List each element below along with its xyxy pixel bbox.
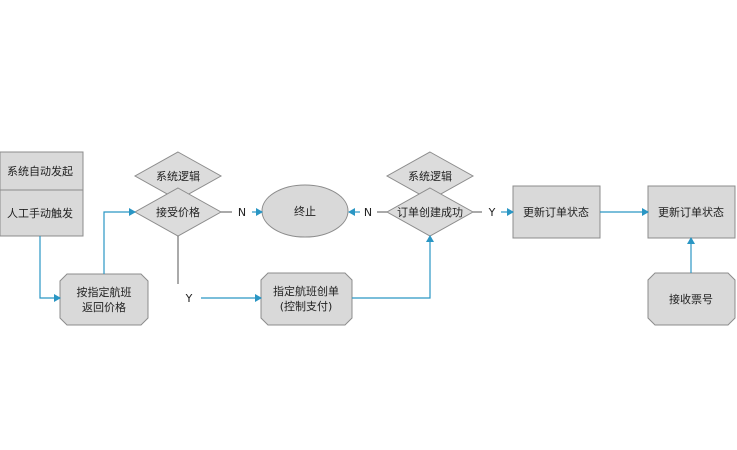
node-system-logic-1-label: 系统逻辑	[156, 169, 200, 183]
node-manual-trigger-label: 人工手动触发	[7, 206, 73, 220]
node-system-logic-2-label: 系统逻辑	[408, 169, 452, 183]
node-return-price-line2: 返回价格	[82, 300, 126, 314]
decision-accept-yes: Y	[185, 292, 193, 305]
node-accept-price: 接受价格	[133, 187, 223, 237]
node-order-created: 订单创建成功	[385, 187, 475, 237]
node-receive-ticket: 接收票号	[647, 272, 736, 326]
node-manual-trigger: 人工手动触发	[0, 189, 84, 237]
decision-order-no: N	[364, 206, 372, 219]
node-update-status-2: 更新订单状态	[647, 185, 736, 239]
node-create-order-line1: 指定航班创单	[273, 284, 339, 298]
decision-order-yes: Y	[488, 206, 496, 219]
node-update-status-1: 更新订单状态	[512, 185, 601, 239]
node-return-price: 按指定航班 返回价格	[59, 273, 149, 326]
node-system-auto-label: 系统自动发起	[7, 164, 73, 178]
node-end-label: 终止	[294, 204, 316, 218]
node-return-price-line1: 按指定航班	[77, 285, 132, 299]
node-accept-price-label: 接受价格	[156, 205, 200, 219]
connector-manual-to-return	[39, 236, 61, 302]
node-create-order: 指定航班创单 (控制支付)	[260, 272, 353, 326]
connector-return-to-accept	[103, 208, 136, 274]
node-update-status-2-label: 更新订单状态	[658, 205, 724, 219]
node-system-auto: 系统自动发起	[0, 151, 84, 191]
node-update-status-1-label: 更新订单状态	[523, 205, 589, 219]
node-end: 终止	[261, 184, 349, 238]
connector-create-to-order	[352, 235, 434, 299]
node-receive-ticket-label: 接收票号	[669, 292, 713, 306]
decision-accept-no: N	[238, 206, 246, 219]
node-order-created-label: 订单创建成功	[397, 205, 463, 219]
node-create-order-line2: (控制支付)	[280, 299, 333, 313]
